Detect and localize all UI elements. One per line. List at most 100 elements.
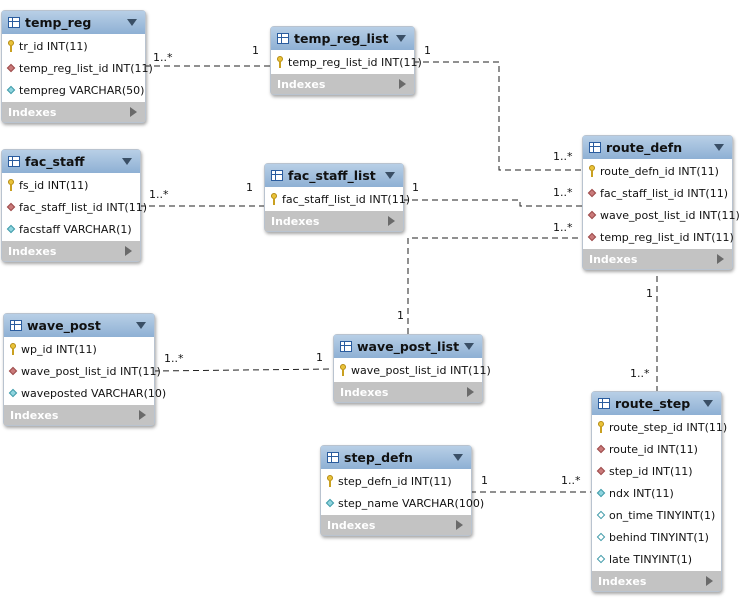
chevron-down-icon[interactable] bbox=[122, 158, 132, 165]
chevron-down-icon[interactable] bbox=[136, 322, 146, 329]
expand-arrow-icon[interactable] bbox=[125, 246, 132, 256]
indexes-section[interactable]: Indexes bbox=[2, 241, 140, 261]
chevron-down-icon[interactable] bbox=[714, 144, 724, 151]
expand-arrow-icon[interactable] bbox=[467, 387, 474, 397]
indexes-section[interactable]: Indexes bbox=[271, 74, 414, 94]
column-label: fac_staff_list_id INT(11) bbox=[19, 200, 147, 214]
expand-arrow-icon[interactable] bbox=[399, 79, 406, 89]
column-row[interactable]: route_id INT(11) bbox=[592, 438, 721, 460]
table-header[interactable]: step_defn bbox=[321, 446, 471, 469]
column-label: late TINYINT(1) bbox=[609, 552, 693, 566]
indexes-section[interactable]: Indexes bbox=[2, 102, 145, 122]
cardinality-label: 1..* bbox=[149, 188, 169, 201]
column-row[interactable]: wave_post_list_id INT(11) bbox=[334, 359, 491, 381]
column-row[interactable]: wp_id INT(11) bbox=[4, 338, 154, 360]
column-label: fs_id INT(11) bbox=[19, 178, 89, 192]
rel-temp-reg-list-to-route-defn bbox=[413, 61, 582, 171]
primary-key-icon bbox=[8, 343, 18, 355]
indexes-section[interactable]: Indexes bbox=[4, 405, 154, 425]
cardinality-label: 1 bbox=[481, 474, 488, 487]
foreign-key-icon bbox=[587, 209, 597, 221]
table-icon bbox=[340, 341, 352, 352]
table-header[interactable]: fac_staff_list bbox=[265, 164, 403, 187]
expand-arrow-icon[interactable] bbox=[706, 576, 713, 586]
table-header[interactable]: route_step bbox=[592, 392, 721, 415]
column-row[interactable]: temp_reg_list_id INT(11) bbox=[2, 57, 153, 79]
table-route-defn[interactable]: route_defn route_defn_id INT(11) fac_sta… bbox=[582, 135, 740, 270]
column-row[interactable]: temp_reg_list_id INT(11) bbox=[583, 226, 734, 248]
column-row[interactable]: facstaff VARCHAR(1) bbox=[2, 218, 140, 240]
table-header[interactable]: route_defn bbox=[583, 136, 732, 159]
rel-wave-post-list-to-route-defn bbox=[407, 237, 582, 334]
table-header[interactable]: wave_post bbox=[4, 314, 154, 337]
column-label: step_defn_id INT(11) bbox=[338, 474, 452, 488]
rel-fac-staff-list-to-route-defn bbox=[402, 199, 582, 207]
foreign-key-icon bbox=[596, 465, 606, 477]
column-row[interactable]: behind TINYINT(1) bbox=[592, 526, 721, 548]
table-temp-reg[interactable]: temp_reg tr_id INT(11) temp_reg_list_id … bbox=[1, 10, 153, 123]
column-row[interactable]: fs_id INT(11) bbox=[2, 174, 140, 196]
table-route-step[interactable]: route_step route_step_id INT(11) route_i… bbox=[591, 391, 727, 592]
primary-key-icon bbox=[325, 475, 335, 487]
chevron-down-icon[interactable] bbox=[453, 454, 463, 461]
primary-key-icon bbox=[596, 421, 606, 433]
table-wave-post-list[interactable]: wave_post_list wave_post_list_id INT(11)… bbox=[333, 334, 491, 403]
table-header[interactable]: temp_reg_list bbox=[271, 27, 414, 50]
indexes-section[interactable]: Indexes bbox=[592, 571, 721, 591]
expand-arrow-icon[interactable] bbox=[130, 107, 137, 117]
column-label: wave_post_list_id INT(11) bbox=[600, 208, 740, 222]
cardinality-label: 1 bbox=[316, 351, 323, 364]
table-fac-staff-list[interactable]: fac_staff_list fac_staff_list_id INT(11)… bbox=[264, 163, 410, 232]
cardinality-label: 1..* bbox=[553, 221, 573, 234]
table-name: temp_reg bbox=[25, 15, 92, 30]
column-label: fac_staff_list_id INT(11) bbox=[282, 192, 410, 206]
chevron-down-icon[interactable] bbox=[703, 400, 713, 407]
table-icon bbox=[10, 320, 22, 331]
foreign-key-icon bbox=[587, 231, 597, 243]
column-row[interactable]: fac_staff_list_id INT(11) bbox=[2, 196, 147, 218]
expand-arrow-icon[interactable] bbox=[388, 216, 395, 226]
table-wave-post[interactable]: wave_post wp_id INT(11) wave_post_list_i… bbox=[3, 313, 166, 426]
table-header[interactable]: temp_reg bbox=[2, 11, 145, 34]
column-label: wave_post_list_id INT(11) bbox=[351, 363, 491, 377]
indexes-section[interactable]: Indexes bbox=[583, 249, 732, 269]
table-icon bbox=[277, 33, 289, 44]
chevron-down-icon[interactable] bbox=[127, 19, 137, 26]
expand-arrow-icon[interactable] bbox=[456, 520, 463, 530]
indexes-section[interactable]: Indexes bbox=[321, 515, 471, 535]
table-step-defn[interactable]: step_defn step_defn_id INT(11) step_name… bbox=[320, 445, 484, 536]
column-row[interactable]: tempreg VARCHAR(50) bbox=[2, 79, 145, 101]
chevron-down-icon[interactable] bbox=[385, 172, 395, 179]
column-row[interactable]: fac_staff_list_id INT(11) bbox=[265, 188, 410, 210]
table-header[interactable]: wave_post_list bbox=[334, 335, 482, 358]
column-row[interactable]: step_defn_id INT(11) bbox=[321, 470, 471, 492]
expand-arrow-icon[interactable] bbox=[139, 410, 146, 420]
column-row[interactable]: wave_post_list_id INT(11) bbox=[583, 204, 740, 226]
column-row[interactable]: fac_staff_list_id INT(11) bbox=[583, 182, 732, 204]
column-row[interactable]: wave_post_list_id INT(11) bbox=[4, 360, 161, 382]
expand-arrow-icon[interactable] bbox=[717, 254, 724, 264]
column-row[interactable]: route_step_id INT(11) bbox=[592, 416, 727, 438]
column-row[interactable]: step_id INT(11) bbox=[592, 460, 721, 482]
indexes-label: Indexes bbox=[277, 77, 326, 91]
table-fac-staff[interactable]: fac_staff fs_id INT(11) fac_staff_list_i… bbox=[1, 149, 147, 262]
column-row[interactable]: route_defn_id INT(11) bbox=[583, 160, 732, 182]
chevron-down-icon[interactable] bbox=[396, 35, 406, 42]
column-label: facstaff VARCHAR(1) bbox=[19, 222, 132, 236]
column-row[interactable]: waveposted VARCHAR(10) bbox=[4, 382, 166, 404]
table-icon bbox=[589, 142, 601, 153]
indexes-section[interactable]: Indexes bbox=[265, 211, 403, 231]
table-icon bbox=[271, 170, 283, 181]
column-row[interactable]: late TINYINT(1) bbox=[592, 548, 721, 570]
column-label: step_name VARCHAR(100) bbox=[338, 496, 485, 510]
cardinality-label: 1..* bbox=[164, 352, 184, 365]
table-header[interactable]: fac_staff bbox=[2, 150, 140, 173]
column-row[interactable]: ndx INT(11) bbox=[592, 482, 721, 504]
column-row[interactable]: temp_reg_list_id INT(11) bbox=[271, 51, 422, 73]
column-row[interactable]: step_name VARCHAR(100) bbox=[321, 492, 484, 514]
column-row[interactable]: tr_id INT(11) bbox=[2, 35, 145, 57]
table-temp-reg-list[interactable]: temp_reg_list temp_reg_list_id INT(11) I… bbox=[270, 26, 422, 95]
chevron-down-icon[interactable] bbox=[464, 343, 474, 350]
indexes-section[interactable]: Indexes bbox=[334, 382, 482, 402]
column-row[interactable]: on_time TINYINT(1) bbox=[592, 504, 721, 526]
